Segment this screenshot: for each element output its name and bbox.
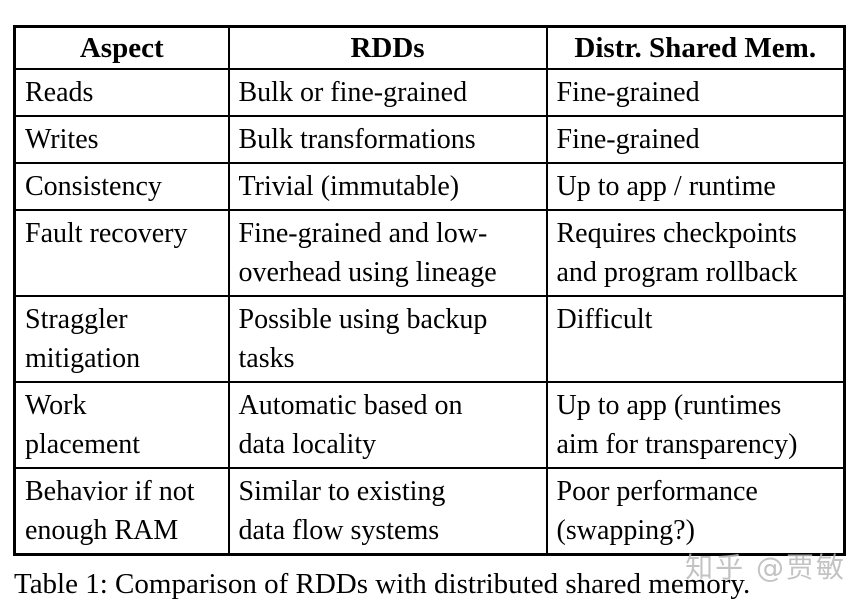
- table-cell-rdds: Similar to existing data flow systems: [227, 467, 548, 556]
- table-cell-aspect: Behavior if not enough RAM: [13, 467, 230, 556]
- table-cell-dsm: Up to app (runtimes aim for transparency…: [545, 381, 846, 469]
- table-header: Aspect RDDs Distr. Shared Mem.: [13, 25, 846, 70]
- column-header-aspect: Aspect: [13, 25, 230, 70]
- table-cell-rdds: Fine-grained and low- overhead using lin…: [227, 209, 548, 297]
- table-cell-aspect: Work placement: [13, 381, 230, 469]
- table-cell-rdds: Automatic based on data locality: [227, 381, 548, 469]
- table-cell-rdds: Bulk transformations: [227, 115, 548, 164]
- table-cell-aspect: Straggler mitigation: [13, 295, 230, 383]
- column-header-dsm: Distr. Shared Mem.: [545, 25, 846, 70]
- table-cell-rdds: Trivial (immutable): [227, 162, 548, 211]
- table-cell-rdds: Possible using backup tasks: [227, 295, 548, 383]
- table-cell-dsm: Fine-grained: [545, 115, 846, 164]
- table-caption: Table 1: Comparison of RDDs with distrib…: [14, 568, 751, 600]
- table-cell-dsm: Difficult: [545, 295, 846, 383]
- column-header-rdds: RDDs: [227, 25, 548, 70]
- table-cell-dsm: Fine-grained: [545, 68, 846, 117]
- table-cell-aspect: Writes: [13, 115, 230, 164]
- watermark-text: 知乎 @贾敏: [685, 551, 846, 584]
- header-row: Aspect RDDs Distr. Shared Mem.: [13, 25, 846, 70]
- table-cell-aspect: Fault recovery: [13, 209, 230, 297]
- table-cell-rdds: Bulk or fine-grained: [227, 68, 548, 117]
- table-cell-aspect: Reads: [13, 68, 230, 117]
- table-cell-aspect: Consistency: [13, 162, 230, 211]
- table-cell-dsm: Poor performance (swapping?): [545, 467, 846, 556]
- table-cell-dsm: Requires checkpoints and program rollbac…: [545, 209, 846, 297]
- table-cell-dsm: Up to app / runtime: [545, 162, 846, 211]
